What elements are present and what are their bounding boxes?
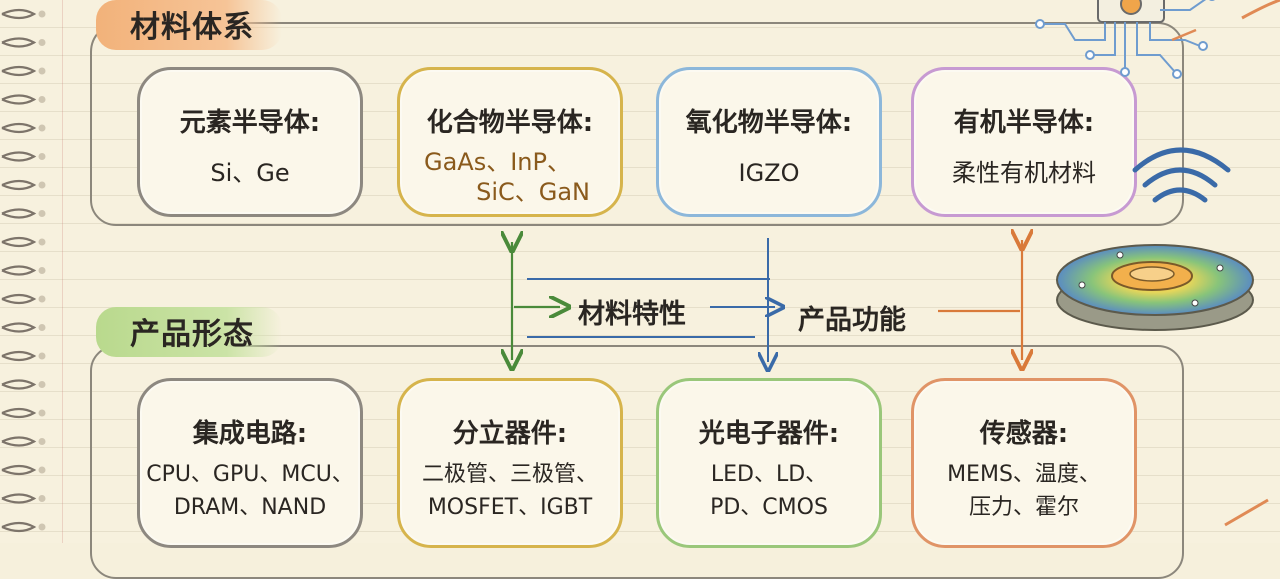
materials-section-title: 材料体系	[96, 0, 282, 50]
card-sensors: 传感器: MEMS、温度、 压力、霍尔	[911, 378, 1137, 548]
card-oxide-semiconductor: 氧化物半导体: IGZO	[656, 67, 882, 217]
spiral-ring	[1, 407, 37, 419]
spiral-ring	[1, 436, 37, 447]
spiral-hole	[38, 495, 46, 502]
card-line: 柔性有机材料	[952, 159, 1096, 187]
products-section-title: 产品形态	[96, 307, 282, 357]
spiral-ring	[1, 350, 37, 362]
spiral-hole	[38, 267, 46, 274]
spiral-hole	[38, 466, 46, 474]
spiral-hole	[38, 324, 46, 331]
spiral-hole	[38, 381, 46, 388]
card-title: 集成电路:	[192, 419, 308, 449]
card-line: 压力、霍尔	[968, 495, 1079, 520]
spiral-ring	[1, 521, 37, 533]
card-title: 有机半导体:	[953, 108, 1095, 138]
spiral-ring	[1, 493, 37, 504]
spiral-hole	[38, 10, 46, 18]
spiral-ring	[1, 94, 37, 105]
card-compound-semiconductor: 化合物半导体: GaAs、InP、 SiC、GaN	[397, 67, 623, 217]
spiral-binding	[1, 8, 46, 533]
card-line: MOSFET、IGBT	[427, 495, 593, 520]
card-line: Si、Ge	[210, 159, 290, 187]
spiral-hole	[38, 295, 46, 303]
spiral-hole	[38, 96, 46, 103]
card-line: CPU、GPU、MCU、	[146, 462, 354, 487]
decorative-stroke	[1241, 0, 1280, 20]
card-line: GaAs、InP、	[424, 148, 571, 176]
spiral-ring	[1, 179, 37, 191]
spiral-hole	[38, 124, 46, 132]
card-body: GaAs、InP、 SiC、GaN	[400, 147, 620, 207]
materials-section-frame	[90, 22, 1184, 226]
spiral-hole	[38, 438, 46, 445]
spiral-hole	[38, 409, 46, 417]
spiral-ring	[1, 322, 37, 333]
connector-layer	[0, 0, 1280, 527]
spiral-hole	[38, 352, 46, 360]
spiral-ring	[1, 122, 37, 134]
card-title: 氧化物半导体:	[685, 108, 853, 138]
product-function-label: 产品功能	[798, 305, 906, 336]
card-title: 分立器件:	[452, 419, 568, 449]
card-integrated-circuits: 集成电路: CPU、GPU、MCU、 DRAM、NAND	[137, 378, 363, 548]
card-body: 柔性有机材料	[914, 157, 1134, 190]
card-body: CPU、GPU、MCU、 DRAM、NAND	[140, 458, 360, 524]
spiral-hole	[38, 39, 46, 46]
card-line: PD、CMOS	[710, 495, 828, 520]
card-elemental-semiconductor: 元素半导体: Si、Ge	[137, 67, 363, 217]
card-title: 化合物半导体:	[426, 108, 594, 138]
spiral-ring	[1, 37, 37, 48]
spiral-hole	[38, 67, 46, 75]
spiral-hole	[38, 181, 46, 189]
card-line: IGZO	[738, 159, 800, 187]
decorative-stroke	[1171, 28, 1197, 42]
card-line: MEMS、温度、	[947, 462, 1101, 487]
spiral-hole	[38, 210, 46, 217]
spiral-ring	[1, 265, 37, 276]
card-body: LED、LD、 PD、CMOS	[659, 458, 879, 524]
spiral-ring	[1, 151, 37, 162]
notebook-margin-line	[62, 0, 63, 543]
chip-circuit-icon	[1035, 0, 1215, 79]
wifi-icon	[1132, 147, 1231, 203]
card-title: 传感器:	[979, 419, 1069, 449]
card-line: SiC、GaN	[476, 178, 590, 206]
spiral-ring	[1, 293, 37, 305]
wafer-icon	[1056, 244, 1254, 331]
spiral-ring	[1, 8, 37, 20]
card-body: 二极管、三极管、 MOSFET、IGBT	[400, 458, 620, 524]
spiral-ring	[1, 379, 37, 390]
spiral-ring	[1, 208, 37, 219]
card-body: MEMS、温度、 压力、霍尔	[914, 458, 1134, 524]
card-line: 二极管、三极管、	[421, 462, 598, 487]
card-line: LED、LD、	[710, 462, 828, 487]
card-optoelectronic-devices: 光电子器件: LED、LD、 PD、CMOS	[656, 378, 882, 548]
card-organic-semiconductor: 有机半导体: 柔性有机材料	[911, 67, 1137, 217]
card-title: 光电子器件:	[698, 419, 840, 449]
spiral-ring	[1, 236, 37, 248]
card-discrete-devices: 分立器件: 二极管、三极管、 MOSFET、IGBT	[397, 378, 623, 548]
decorative-stroke	[1224, 498, 1269, 527]
card-body: IGZO	[659, 157, 879, 190]
material-property-label: 材料特性	[578, 299, 686, 330]
spiral-ring	[1, 464, 37, 476]
spiral-hole	[38, 238, 46, 246]
card-line: DRAM、NAND	[173, 495, 327, 520]
card-body: Si、Ge	[140, 157, 360, 190]
spiral-hole	[38, 523, 46, 531]
spiral-ring	[1, 65, 37, 77]
card-title: 元素半导体:	[179, 108, 321, 138]
spiral-hole	[38, 153, 46, 160]
